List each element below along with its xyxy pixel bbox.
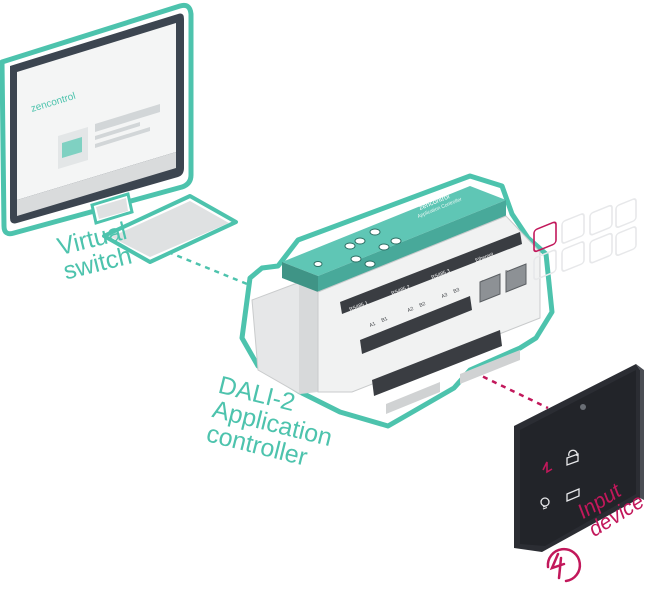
input-device-logo-icon [546, 547, 582, 583]
lightbulb-icon [533, 249, 557, 281]
terminal-b1: B1 [381, 316, 389, 324]
controller-icon: zencontrol Application Controller RS485 … [239, 173, 555, 429]
status-leds [313, 228, 402, 268]
lock-icon [561, 213, 585, 244]
terminal-blocks [360, 296, 502, 396]
terminal-a2: A2 [407, 306, 415, 314]
terminal-a1: A1 [369, 321, 377, 329]
touch-panel-icon [514, 198, 644, 552]
terminal-screws [366, 194, 370, 202]
ethernet-ports [479, 263, 527, 303]
monitor-icon: zencontrol [0, 2, 194, 237]
panel-buttons [533, 198, 637, 281]
terminal-b2: B2 [419, 301, 427, 309]
connector-virtual-to-controller [167, 250, 263, 292]
terminal-a3: A3 [441, 292, 449, 300]
keyboard-icon [102, 194, 238, 264]
display-icon [561, 241, 585, 272]
dali-logo-icon [533, 221, 557, 253]
terminal-b3: B3 [453, 287, 461, 295]
screen-ui-panel [58, 104, 160, 169]
